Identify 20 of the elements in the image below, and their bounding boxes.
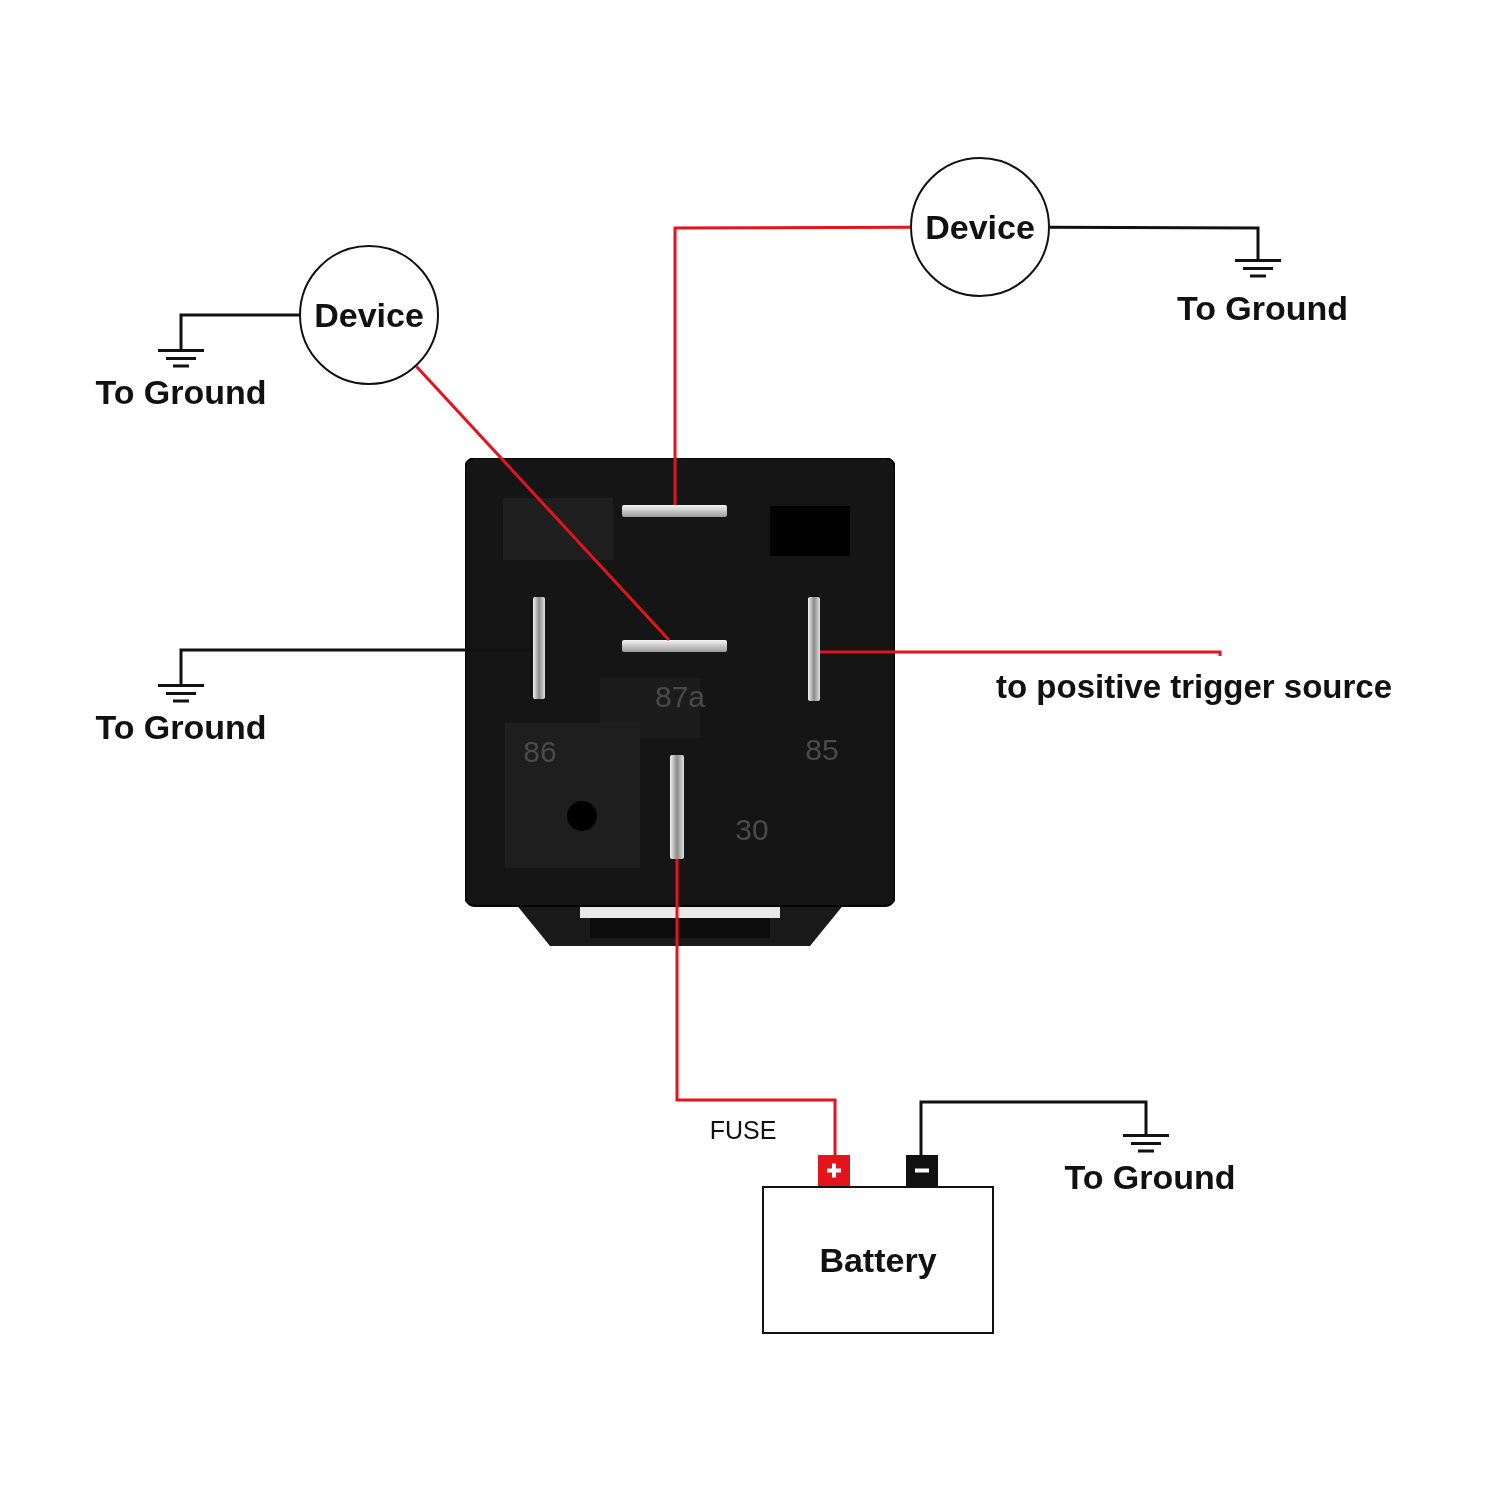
wire [820, 650, 1222, 657]
wire [415, 365, 671, 641]
wire [675, 859, 837, 1155]
ground-label: To Ground [1063, 1158, 1237, 1197]
relay-pin [622, 640, 727, 652]
ground-label: To Ground [1175, 289, 1350, 328]
trigger-source-label: to positive trigger source [996, 668, 1393, 706]
ground-label: To Ground [94, 373, 268, 412]
relay-pin [808, 597, 820, 701]
relay-pin [670, 755, 684, 859]
relay-pin [533, 597, 545, 699]
device-circle: Device [299, 245, 439, 385]
relay-pin [622, 505, 727, 517]
wire [919, 1100, 1148, 1155]
wire [179, 313, 299, 340]
ground-label: To Ground [94, 708, 268, 747]
device-circle: Device [910, 157, 1050, 297]
battery-label: Battery [819, 1240, 937, 1280]
wire [673, 225, 910, 505]
wire [1050, 225, 1260, 250]
